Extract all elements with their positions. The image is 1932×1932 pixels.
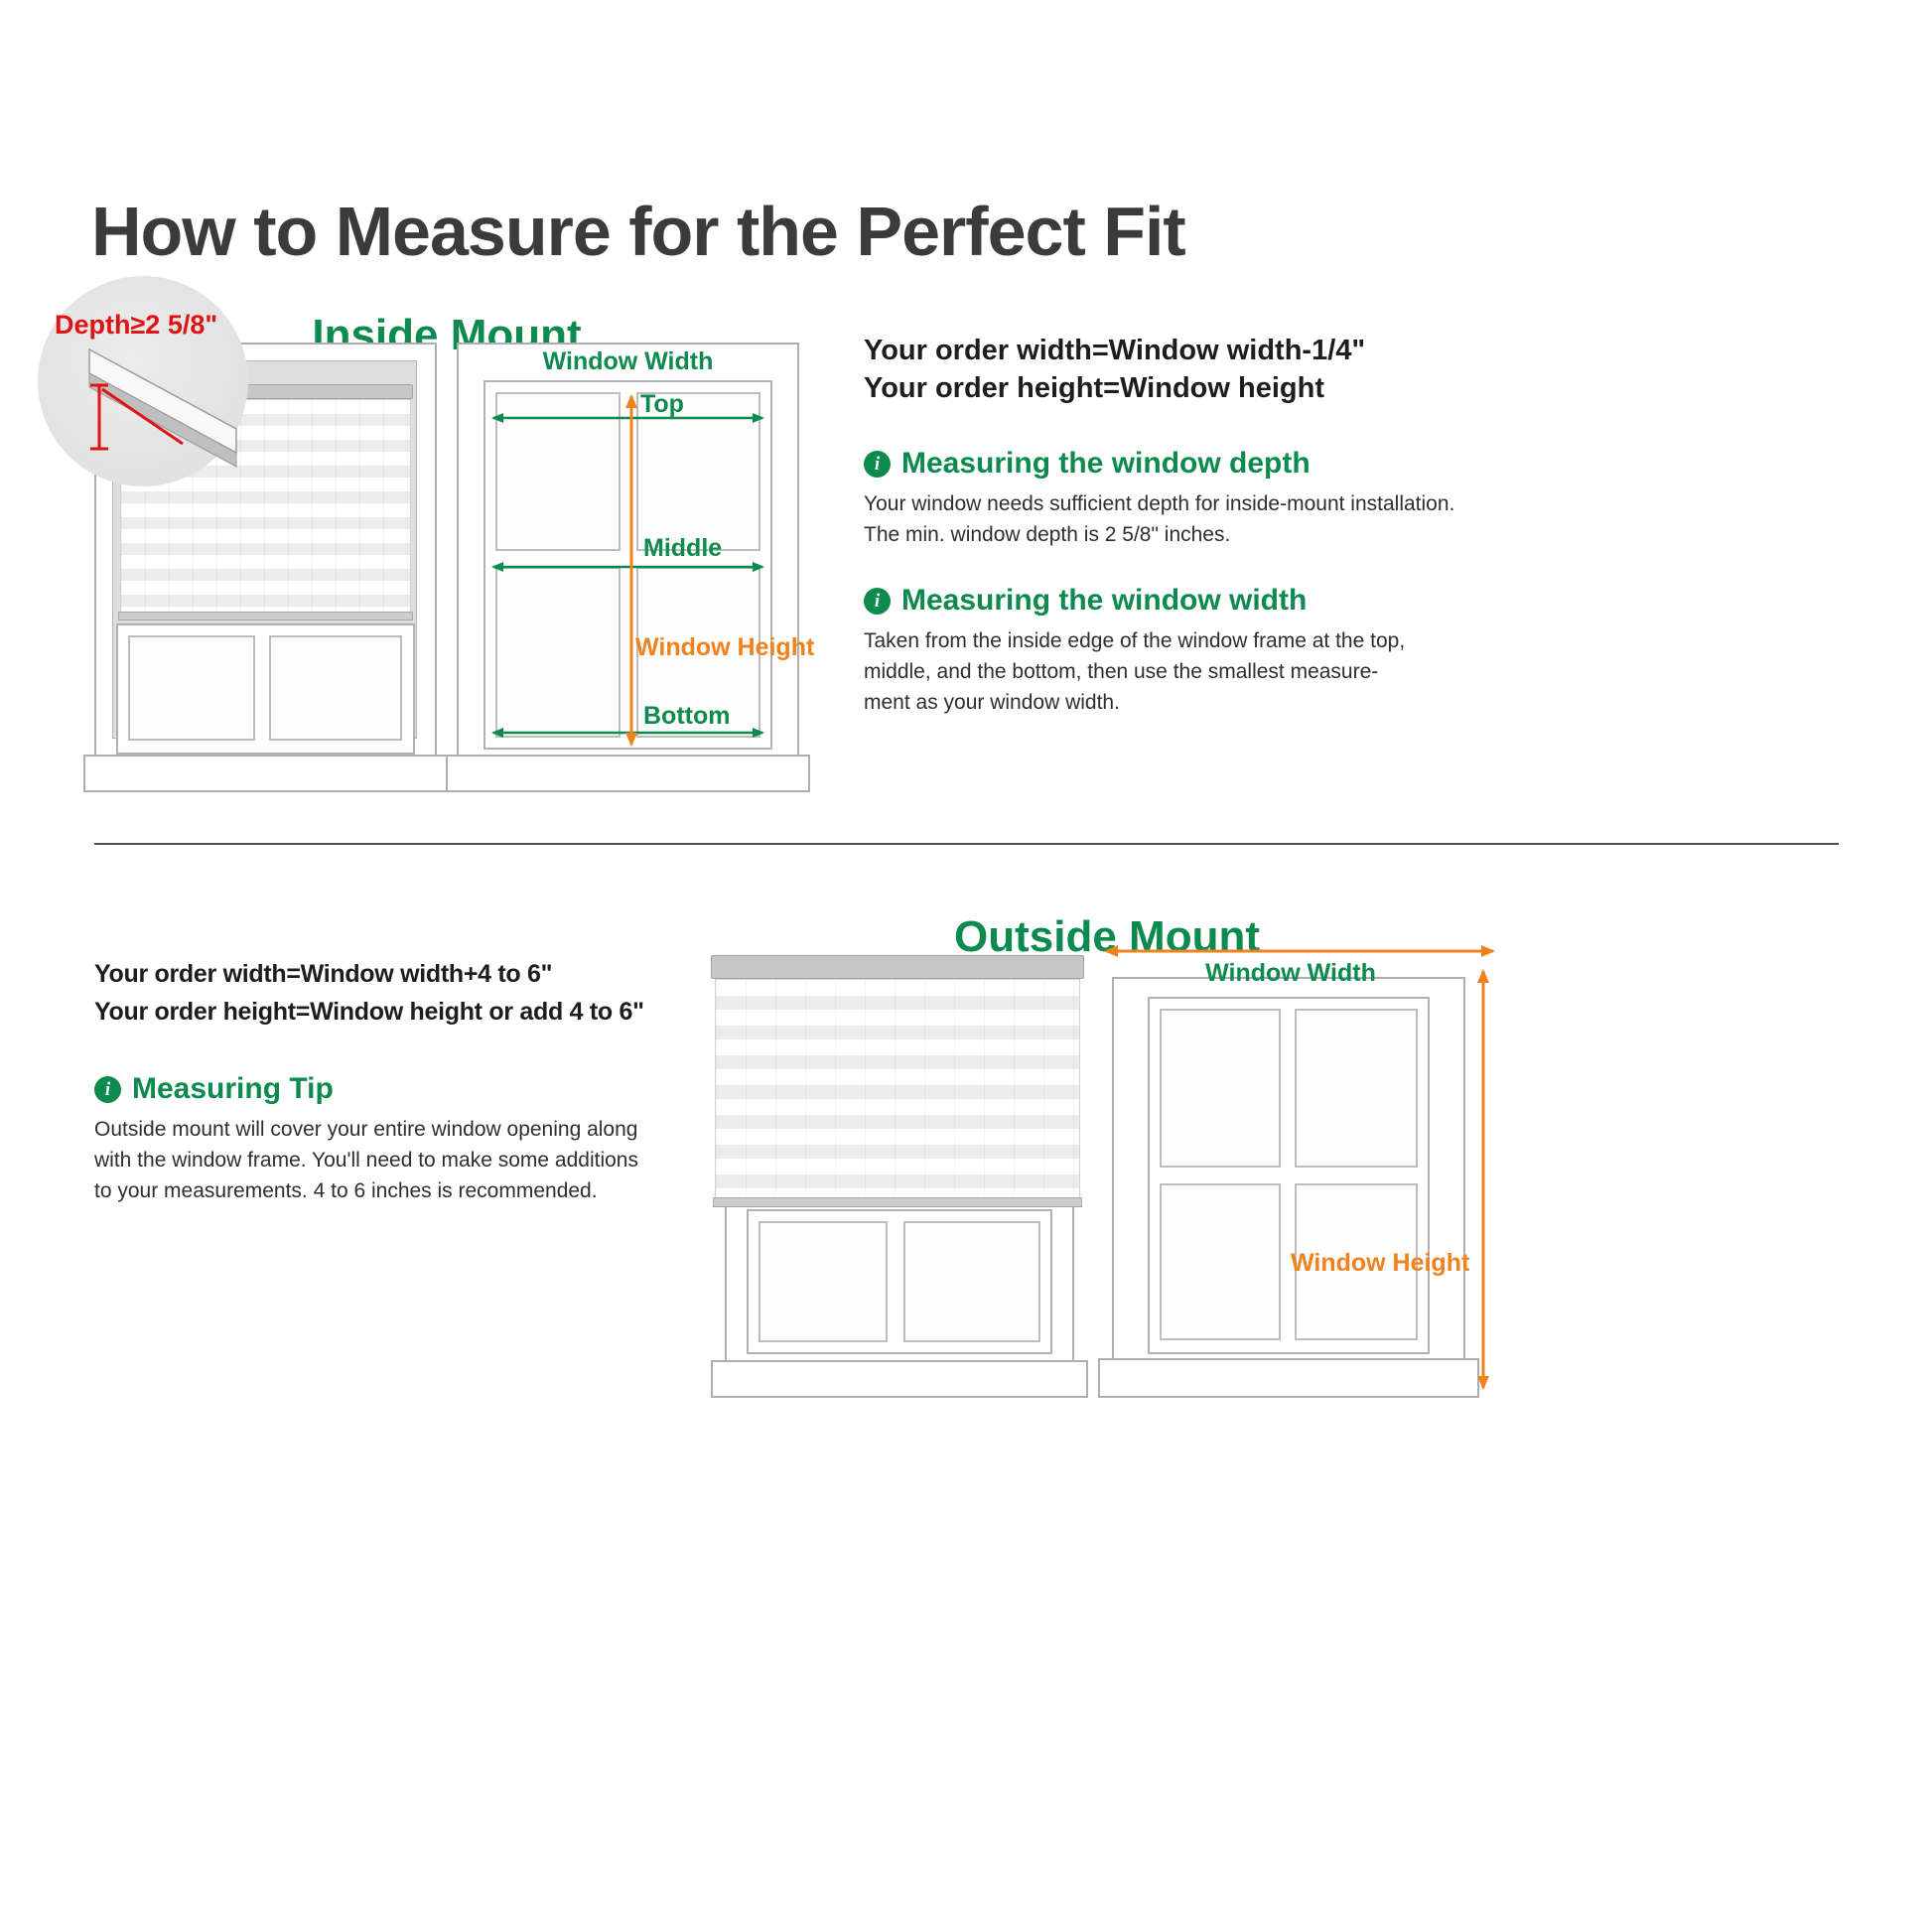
window-pane [495,567,621,738]
order-width-rule: Your order width=Window width-1/4" [864,335,1366,366]
window-width-label: Window Width [1205,959,1376,987]
shade-bottom-rail [118,612,413,621]
measuring-width-body: Taken from the inside edge of the window… [864,629,1406,714]
window-pane [1160,1009,1281,1168]
info-icon: i [864,450,891,478]
order-height-rule: Your order height=Window height or add 4… [94,998,644,1026]
window-height-label: Window Height [1291,1249,1470,1277]
depth-badge: Depth≥2 5/8" [55,310,218,340]
inside-mount-instructions: Your order width=Window width-1/4" Your … [864,332,1777,718]
window-pane [1295,1183,1418,1340]
window-pane [903,1221,1040,1342]
page-title: How to Measure for the Perfect Fit [91,192,1186,270]
window-pane [269,635,402,741]
middle-measure-label: Middle [643,534,723,562]
section-divider [94,843,1839,845]
measuring-tip-heading: i Measuring Tip [94,1072,730,1106]
window-pane [1160,1183,1281,1340]
depth-detail-inset [38,276,248,486]
order-height-rule: Your order height=Window height [864,372,1324,404]
sub-heading-text: Measuring the window width [901,584,1308,617]
shade-cassette [711,955,1084,979]
window-sill [446,755,810,792]
measuring-depth-heading: i Measuring the window depth [864,447,1777,481]
measuring-tip-body: Outside mount will cover your entire win… [94,1118,638,1202]
window-pane [636,567,760,738]
window-pane [759,1221,888,1342]
window-sill [1098,1358,1479,1398]
sub-heading-text: Measuring Tip [132,1072,334,1105]
window-width-label: Window Width [542,347,714,375]
window-height-label: Window Height [635,633,815,661]
window-pane [495,392,621,551]
measuring-width-heading: i Measuring the window width [864,584,1777,618]
window-sill [83,755,449,792]
shade-bottom-rail [713,1197,1082,1207]
order-width-rule: Your order width=Window width+4 to 6" [94,960,553,988]
zebra-shade [715,979,1080,1199]
measuring-depth-body: Your window needs sufficient depth for i… [864,492,1455,546]
info-icon: i [94,1075,121,1103]
window-pane [1295,1009,1418,1168]
window-sill [711,1360,1088,1398]
window-pane [128,635,255,741]
bottom-measure-label: Bottom [643,702,731,730]
info-icon: i [864,587,891,615]
top-measure-label: Top [640,390,684,418]
outside-mount-instructions: Your order width=Window width+4 to 6" Yo… [94,955,730,1206]
sub-heading-text: Measuring the window depth [901,447,1311,480]
